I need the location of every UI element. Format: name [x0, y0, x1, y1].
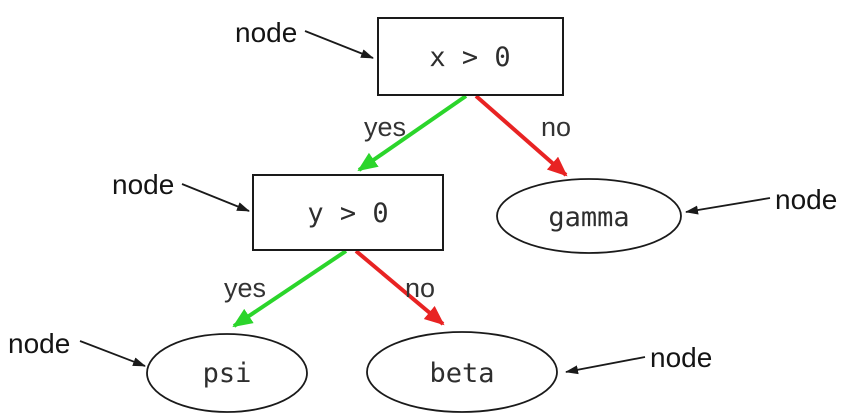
node-root-rect: [377, 17, 564, 96]
annotation-arrow-root: [304, 30, 374, 59]
edge-label-y-yes: yes: [224, 273, 266, 303]
edge-root-no: [474, 94, 568, 177]
edge-label-y-no: no: [405, 273, 435, 303]
annotation-arrow-y: [181, 183, 250, 212]
node-gamma-label: gamma: [548, 202, 629, 233]
annotation-arrow-psi: [79, 340, 146, 367]
annotation-label-beta: node: [650, 342, 712, 373]
annotation-label-root: node: [235, 17, 297, 48]
annotation-arrow-beta: [565, 356, 646, 375]
edge-root-yes: [357, 94, 468, 172]
annotation-label-y: node: [112, 169, 174, 200]
node-y-rect: [252, 174, 444, 251]
node-psi-label: psi: [203, 358, 252, 389]
annotation-label-gamma: node: [775, 184, 837, 215]
node-beta-ellipse: [366, 331, 558, 413]
node-gamma-ellipse: [496, 178, 682, 254]
edge-y-yes: [232, 249, 348, 328]
edge-label-root-yes: yes: [364, 112, 406, 142]
node-beta-label: beta: [429, 358, 494, 389]
annotation-arrow-gamma: [685, 197, 771, 215]
node-psi-ellipse: [146, 333, 308, 413]
annotation-label-psi: node: [8, 328, 70, 359]
node-y-label: y > 0: [307, 198, 388, 229]
edge-y-no: [354, 249, 445, 326]
node-root-label: x > 0: [429, 42, 510, 73]
edge-label-root-no: no: [541, 112, 571, 142]
